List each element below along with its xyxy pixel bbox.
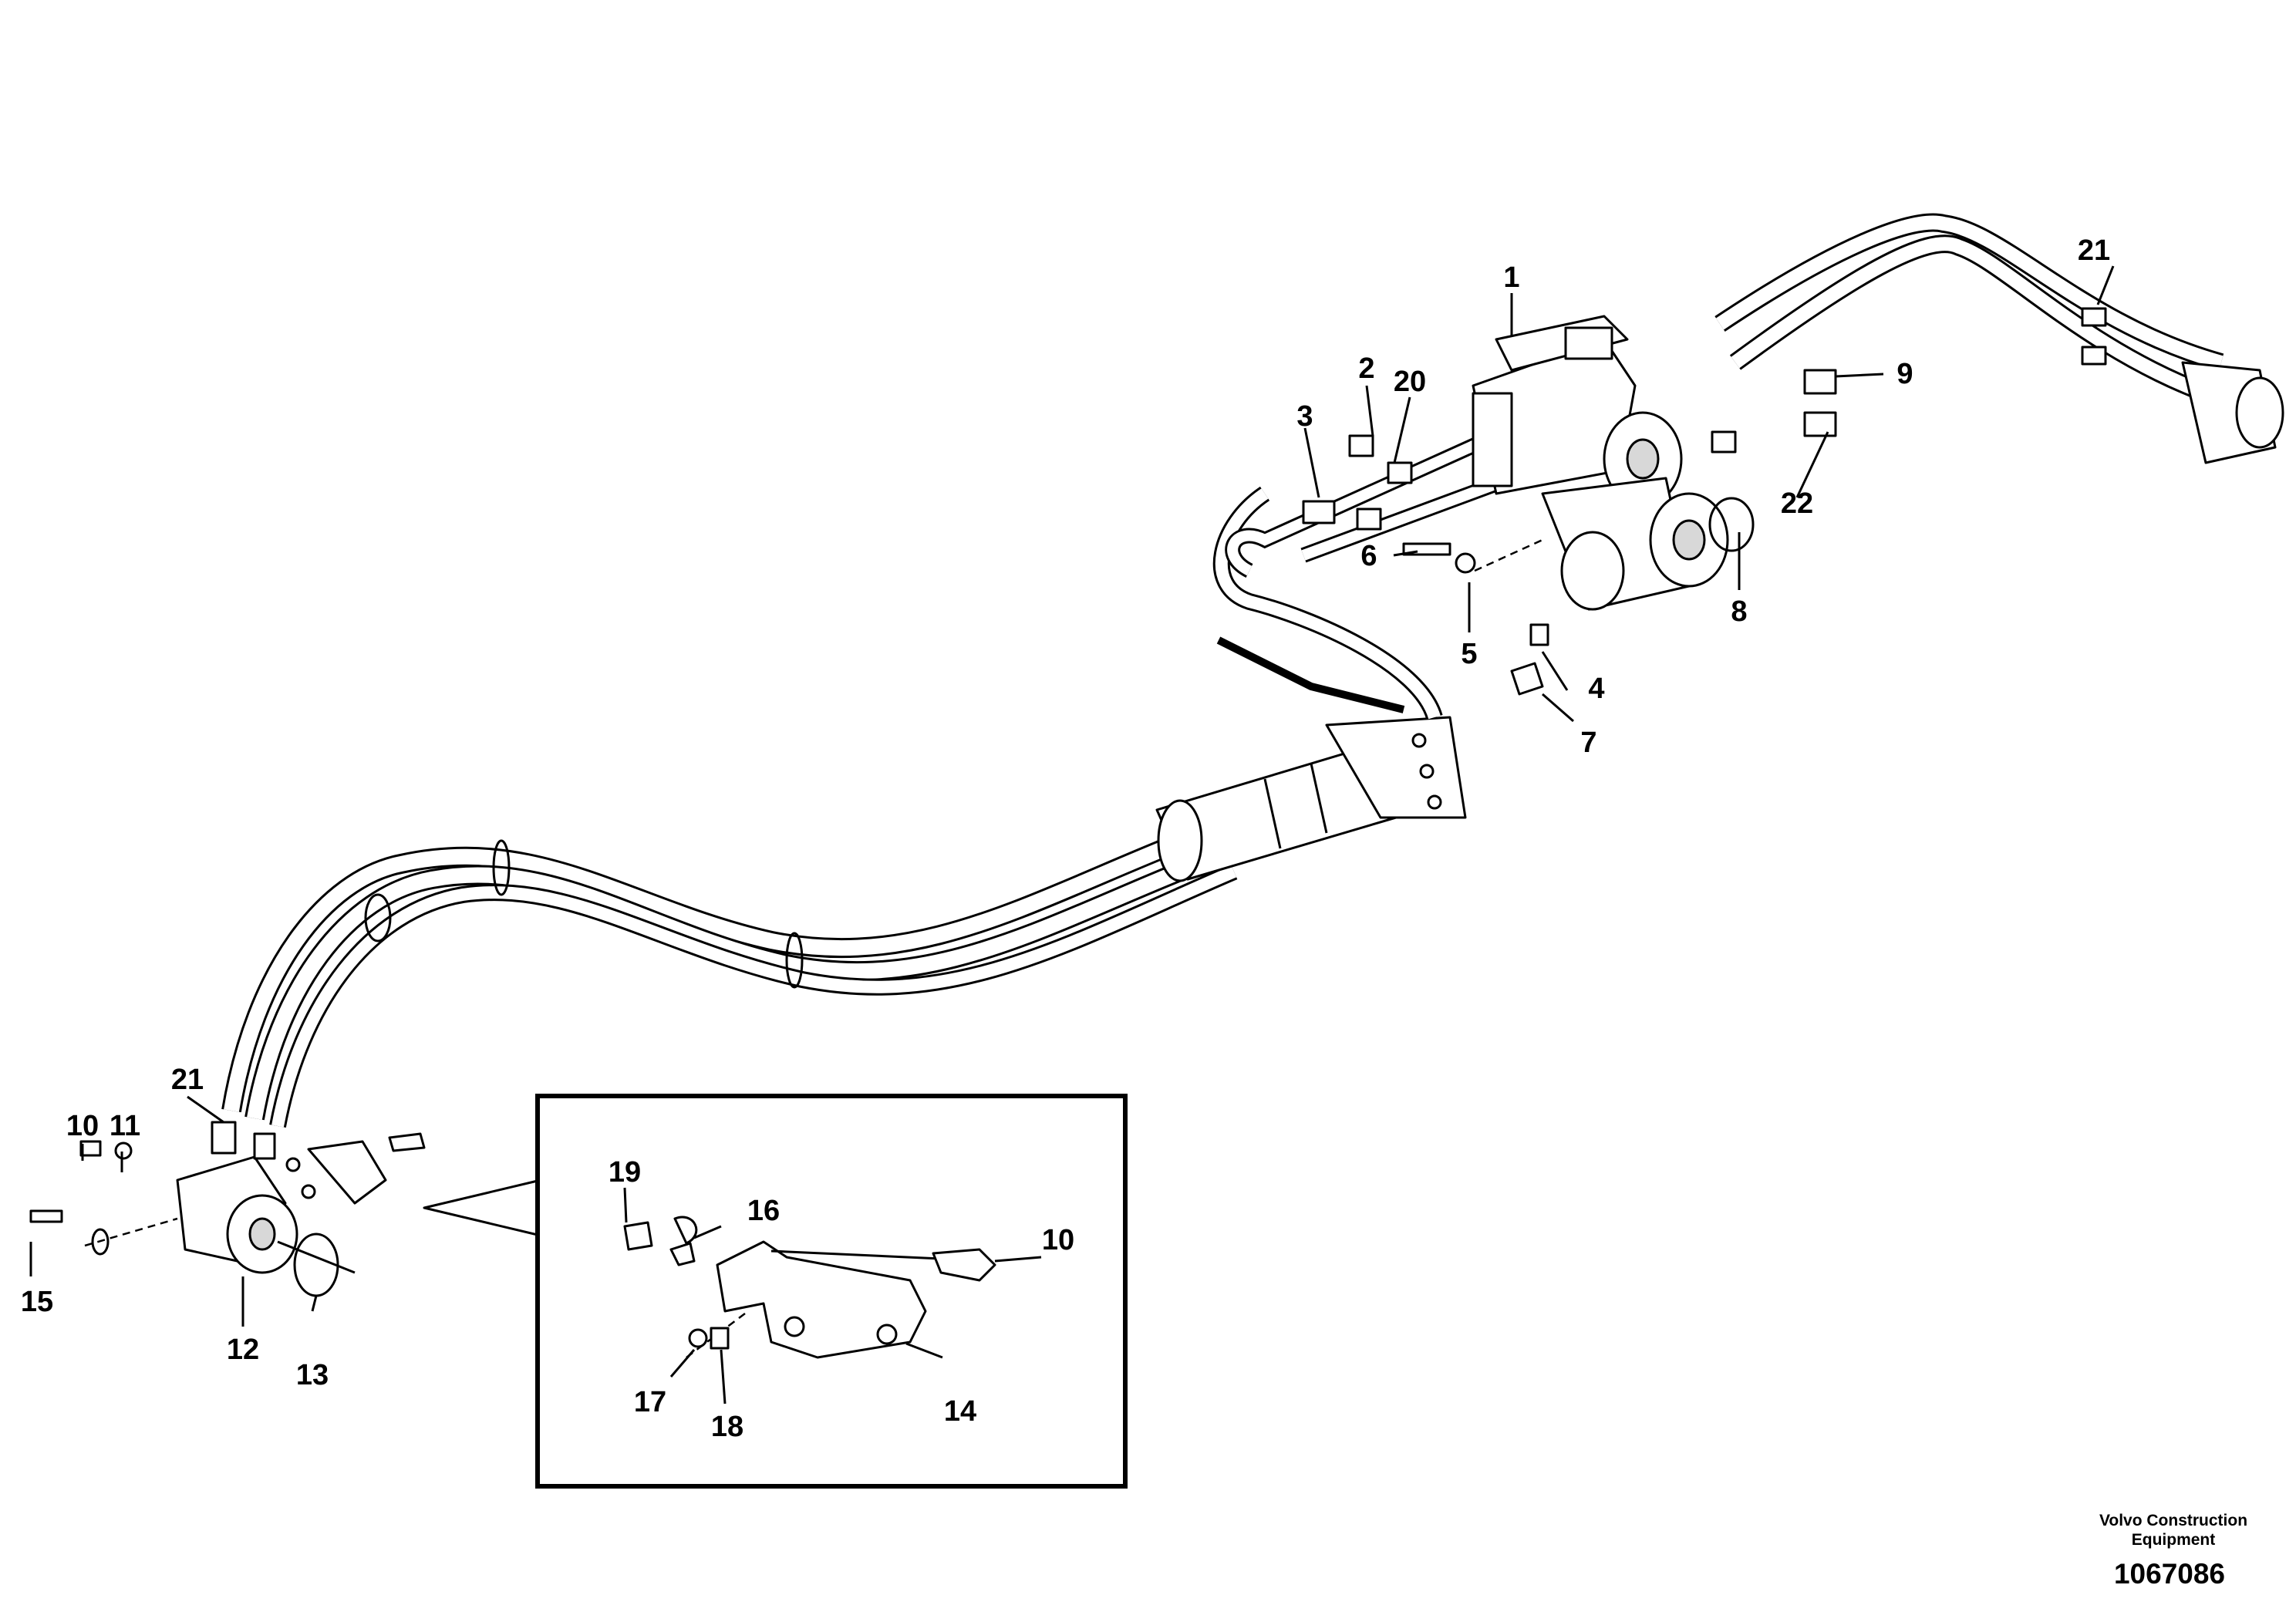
callout-8: 8 xyxy=(1731,595,1747,628)
inset-callout-18: 18 xyxy=(711,1411,743,1443)
main-pump-assembly xyxy=(1472,315,1729,611)
left-bolts xyxy=(29,1140,133,1256)
callout-13: 13 xyxy=(296,1359,329,1391)
inset-bracket-detail xyxy=(623,1216,996,1359)
callout-20: 20 xyxy=(1394,366,1426,398)
callout-3: 3 xyxy=(1296,400,1313,433)
lower-left-pump xyxy=(84,1121,356,1297)
callout-5: 5 xyxy=(1461,638,1477,670)
callout-4: 4 xyxy=(1588,673,1604,705)
inset-callout-17: 17 xyxy=(634,1386,666,1418)
document-number: 1067086 xyxy=(2114,1558,2225,1590)
callout-9: 9 xyxy=(1896,358,1913,390)
callout-15: 15 xyxy=(21,1286,53,1318)
brand-line-1: Volvo Construction xyxy=(2099,1512,2247,1529)
callout-1: 1 xyxy=(1503,261,1519,294)
callout-21-top: 21 xyxy=(2078,234,2110,267)
lower-bracket xyxy=(285,1132,426,1205)
callout-7: 7 xyxy=(1580,727,1596,759)
inset-pointer xyxy=(423,1179,539,1236)
inset-callout-19: 19 xyxy=(609,1156,641,1189)
right-hoses-and-motor xyxy=(1708,213,2284,552)
callout-10: 10 xyxy=(66,1110,99,1142)
filter-assembly xyxy=(1155,716,1467,882)
callout-21-left: 21 xyxy=(171,1064,204,1096)
inset-callout-16: 16 xyxy=(747,1195,780,1227)
leader-lines xyxy=(29,265,2115,1404)
hose-bundle-main xyxy=(221,823,1238,1128)
callout-22: 22 xyxy=(1781,487,1813,520)
callout-11: 11 xyxy=(110,1110,140,1142)
brand-line-2: Equipment xyxy=(2132,1531,2216,1549)
inset-callout-10: 10 xyxy=(1042,1224,1074,1256)
callout-2: 2 xyxy=(1358,352,1374,385)
callout-6: 6 xyxy=(1360,540,1377,572)
inset-callout-14: 14 xyxy=(944,1395,976,1428)
hoses-upper xyxy=(1212,424,1515,720)
callout-12: 12 xyxy=(227,1334,259,1366)
